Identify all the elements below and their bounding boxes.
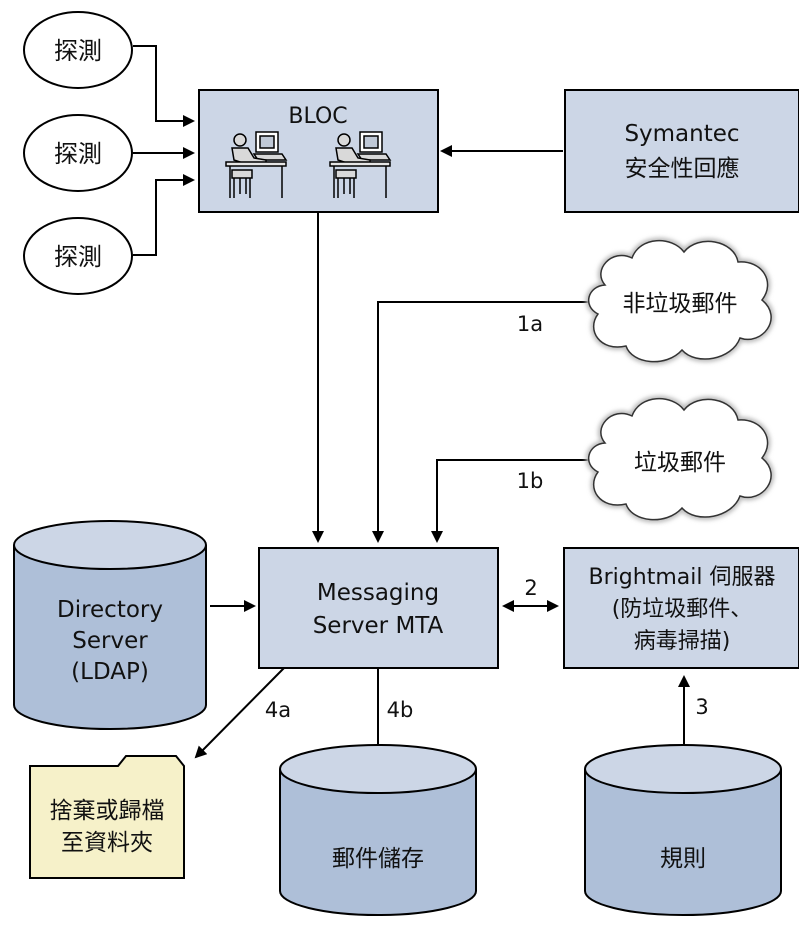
probe-3-label: 探測 <box>54 243 102 271</box>
brightmail-line1: Brightmail 伺服器 <box>589 565 776 590</box>
message-store-cylinder: 郵件儲存 <box>279 744 477 916</box>
directory-line3: (LDAP) <box>71 659 149 685</box>
folder-line1: 捨棄或歸檔 <box>50 798 165 824</box>
rules-label: 規則 <box>660 846 706 872</box>
bloc-box: BLOC <box>198 89 439 213</box>
edge-label-3: 3 <box>695 695 708 719</box>
edge-label-4b: 4b <box>387 698 414 722</box>
brightmail-line2: (防垃圾郵件、 <box>612 597 753 622</box>
workstation-icon <box>329 131 392 198</box>
ham-cloud: 非垃圾郵件 <box>585 237 775 365</box>
mta-to-folder-arrow <box>194 667 285 759</box>
directory-server-cylinder: Directory Server (LDAP) <box>13 520 207 730</box>
folder-icon: 捨棄或歸檔 至資料夾 <box>29 755 185 879</box>
connectors <box>133 45 690 768</box>
directory-line1: Directory <box>57 597 163 623</box>
probe-1: 探測 <box>23 11 133 89</box>
edge-label-4a: 4a <box>265 698 291 722</box>
symantec-line2: 安全性回應 <box>625 156 740 182</box>
workstation-icon <box>225 131 288 198</box>
bloc-title: BLOC <box>288 104 347 129</box>
symantec-box: Symantec 安全性回應 <box>564 89 799 213</box>
spam-cloud-label: 垃圾郵件 <box>634 450 726 476</box>
ham-cloud-label: 非垃圾郵件 <box>623 291 738 317</box>
mta-line1: Messaging <box>317 580 439 606</box>
directory-line2: Server <box>72 628 148 654</box>
probe-3-connector <box>133 174 195 256</box>
edge-labels: 1a 1b 2 3 4a 4b <box>265 312 709 722</box>
probe-1-label: 探測 <box>54 37 102 65</box>
spam-cloud: 垃圾郵件 <box>585 395 775 523</box>
folder-line2: 至資料夾 <box>61 830 153 856</box>
symantec-line1: Symantec <box>624 121 739 147</box>
store-label: 郵件儲存 <box>332 846 424 872</box>
brightmail-line3: 病毒掃描) <box>634 629 731 654</box>
probe-1-connector <box>133 45 195 127</box>
edge-label-1b: 1b <box>517 469 544 493</box>
mta-box: Messaging Server MTA <box>258 547 499 669</box>
rules-cylinder: 規則 <box>584 744 782 916</box>
edge-label-1a: 1a <box>517 312 543 336</box>
ham-to-mta-arrow <box>372 301 600 543</box>
spam-to-mta-arrow <box>431 459 600 543</box>
edge-label-2: 2 <box>524 576 537 600</box>
brightmail-box: Brightmail 伺服器 (防垃圾郵件、 病毒掃描) <box>563 547 799 669</box>
mta-line2: Server MTA <box>313 613 444 639</box>
probe-3: 探測 <box>23 217 133 295</box>
probe-2: 探測 <box>23 114 133 192</box>
probe-2-label: 探測 <box>54 140 102 168</box>
